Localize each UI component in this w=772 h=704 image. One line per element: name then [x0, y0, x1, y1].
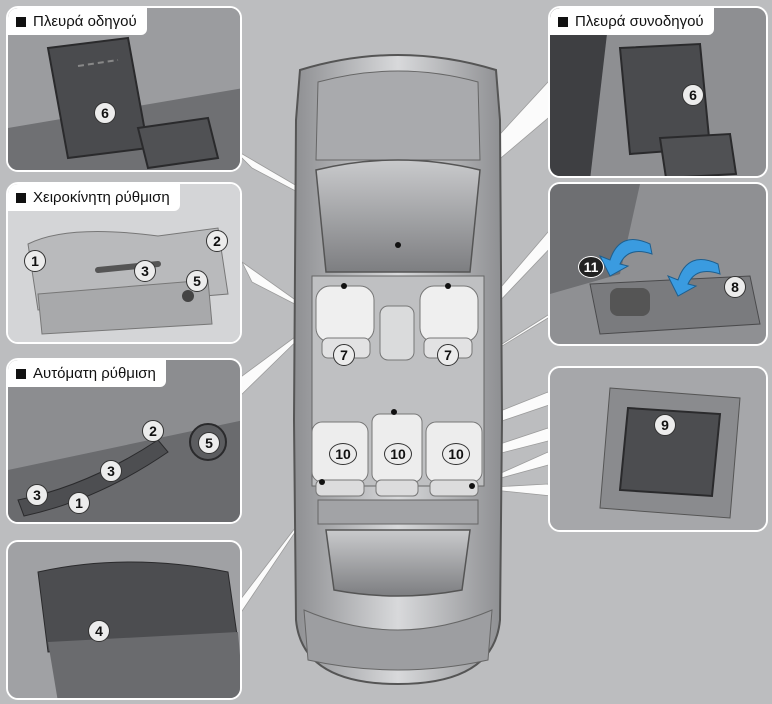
callout-3-manual: 3	[134, 260, 156, 282]
callout-10-right: 10	[442, 443, 470, 465]
panel-seat-edge: 4	[6, 540, 242, 700]
bullet-square	[16, 368, 26, 379]
label-text: Αυτόματη ρύθμιση	[33, 365, 156, 382]
callout-3-auto-a: 3	[100, 460, 122, 482]
car-body	[292, 54, 504, 686]
panel-passenger-side: Πλευρά συνοδηγού 6	[548, 6, 768, 178]
callout-9: 9	[654, 414, 676, 436]
bullet-square	[16, 16, 26, 27]
passenger-seat-switch-illustration	[550, 8, 766, 176]
callout-10-center: 10	[384, 443, 412, 465]
panel-label-driver-side: Πλευρά οδηγού	[8, 8, 147, 35]
driver-seat-switch-illustration	[8, 8, 240, 170]
callout-5-auto: 5	[198, 432, 220, 454]
callout-1-manual: 1	[24, 250, 46, 272]
callout-6-driver: 6	[94, 102, 116, 124]
callout-6-passenger: 6	[682, 84, 704, 106]
bullet-square	[558, 16, 568, 27]
panel-label-manual: Χειροκίνητη ρύθμιση	[8, 184, 180, 211]
callout-3-auto-b: 3	[26, 484, 48, 506]
callout-11: 11	[578, 256, 604, 278]
front-seats	[315, 285, 479, 361]
panel-manual-adjustment: Χειροκίνητη ρύθμιση 1 2 3 5	[6, 182, 242, 344]
label-text: Χειροκίνητη ρύθμιση	[33, 189, 170, 206]
callout-4: 4	[88, 620, 110, 642]
callout-10-left: 10	[329, 443, 357, 465]
panel-auto-adjustment: Αυτόματη ρύθμιση 1 2 3 3 5	[6, 358, 242, 524]
bullet-square	[16, 192, 26, 203]
callout-2-auto: 2	[142, 420, 164, 442]
callout-7-right: 7	[437, 344, 459, 366]
callout-2-manual: 2	[206, 230, 228, 252]
panel-armrest: 11 8	[548, 182, 768, 346]
callout-7-left: 7	[333, 344, 355, 366]
seat-edge-illustration	[8, 542, 240, 698]
panel-driver-side: Πλευρά οδηγού 6	[6, 6, 242, 172]
callout-1-auto: 1	[68, 492, 90, 514]
rear-seat-switch-illustration	[550, 368, 766, 530]
panel-label-passenger-side: Πλευρά συνοδηγού	[550, 8, 714, 35]
callout-5-manual: 5	[186, 270, 208, 292]
label-text: Πλευρά συνοδηγού	[575, 13, 704, 30]
panel-label-auto: Αυτόματη ρύθμιση	[8, 360, 166, 387]
callout-8: 8	[724, 276, 746, 298]
label-text: Πλευρά οδηγού	[33, 13, 137, 30]
panel-rear-switch: 9	[548, 366, 768, 532]
